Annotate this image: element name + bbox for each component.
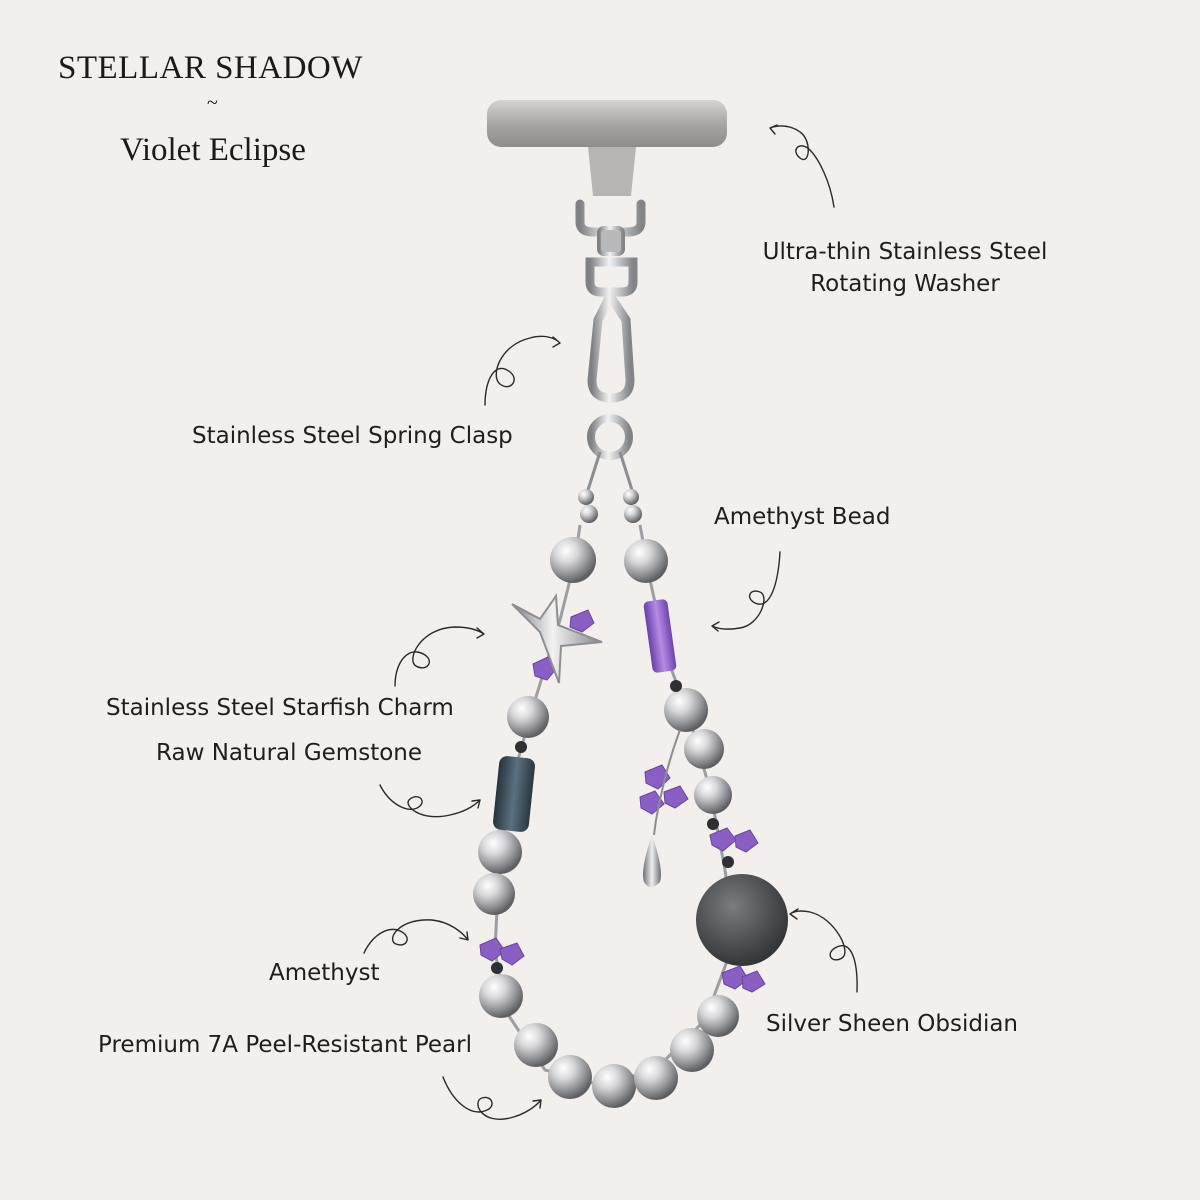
washer-label: Ultra-thin Stainless Steel Rotating Wash…: [750, 236, 1060, 300]
product-subtitle: Violet Eclipse: [120, 132, 306, 168]
washer-label-line1: Ultra-thin Stainless Steel: [762, 239, 1048, 265]
product-title: STELLAR SHADOW: [58, 50, 363, 86]
starfish-label: Stainless Steel Starfish Charm: [106, 695, 454, 721]
pearl-label: Premium 7A Peel-Resistant Pearl: [98, 1032, 472, 1058]
spacer-beads: [491, 680, 734, 974]
arrow-obsidian: [789, 908, 858, 993]
washer-label-line2: Rotating Washer: [810, 271, 1000, 297]
pearl-beads: [473, 489, 739, 1108]
arrow-pearl: [442, 1076, 542, 1120]
swivel-clasp: [575, 199, 646, 460]
arrow-starfish: [394, 626, 485, 687]
washer-plate: [487, 100, 727, 196]
gemstone-label: Raw Natural Gemstone: [156, 740, 423, 766]
obsidian-bead: [696, 874, 788, 966]
arrow-clasp: [484, 335, 561, 406]
annotation-arrows: [363, 124, 858, 1120]
arrow-amethyst: [363, 919, 469, 954]
upper-chains: [586, 451, 634, 491]
arrow-amethyst-bead: [711, 551, 781, 632]
obsidian-label: Silver Sheen Obsidian: [766, 1011, 1019, 1037]
title-separator: ~: [207, 92, 218, 114]
teardrop-charm: [643, 729, 681, 887]
arrow-gemstone: [379, 784, 481, 818]
clasp-label: Stainless Steel Spring Clasp: [192, 423, 513, 449]
amethyst-bead-label: Amethyst Bead: [714, 504, 891, 530]
amethyst-tube-bead: [643, 599, 677, 673]
amethyst-label: Amethyst: [269, 960, 380, 986]
starfish-charm: [511, 593, 603, 684]
raw-gemstone-bead: [493, 756, 535, 832]
arrow-washer: [769, 124, 835, 208]
